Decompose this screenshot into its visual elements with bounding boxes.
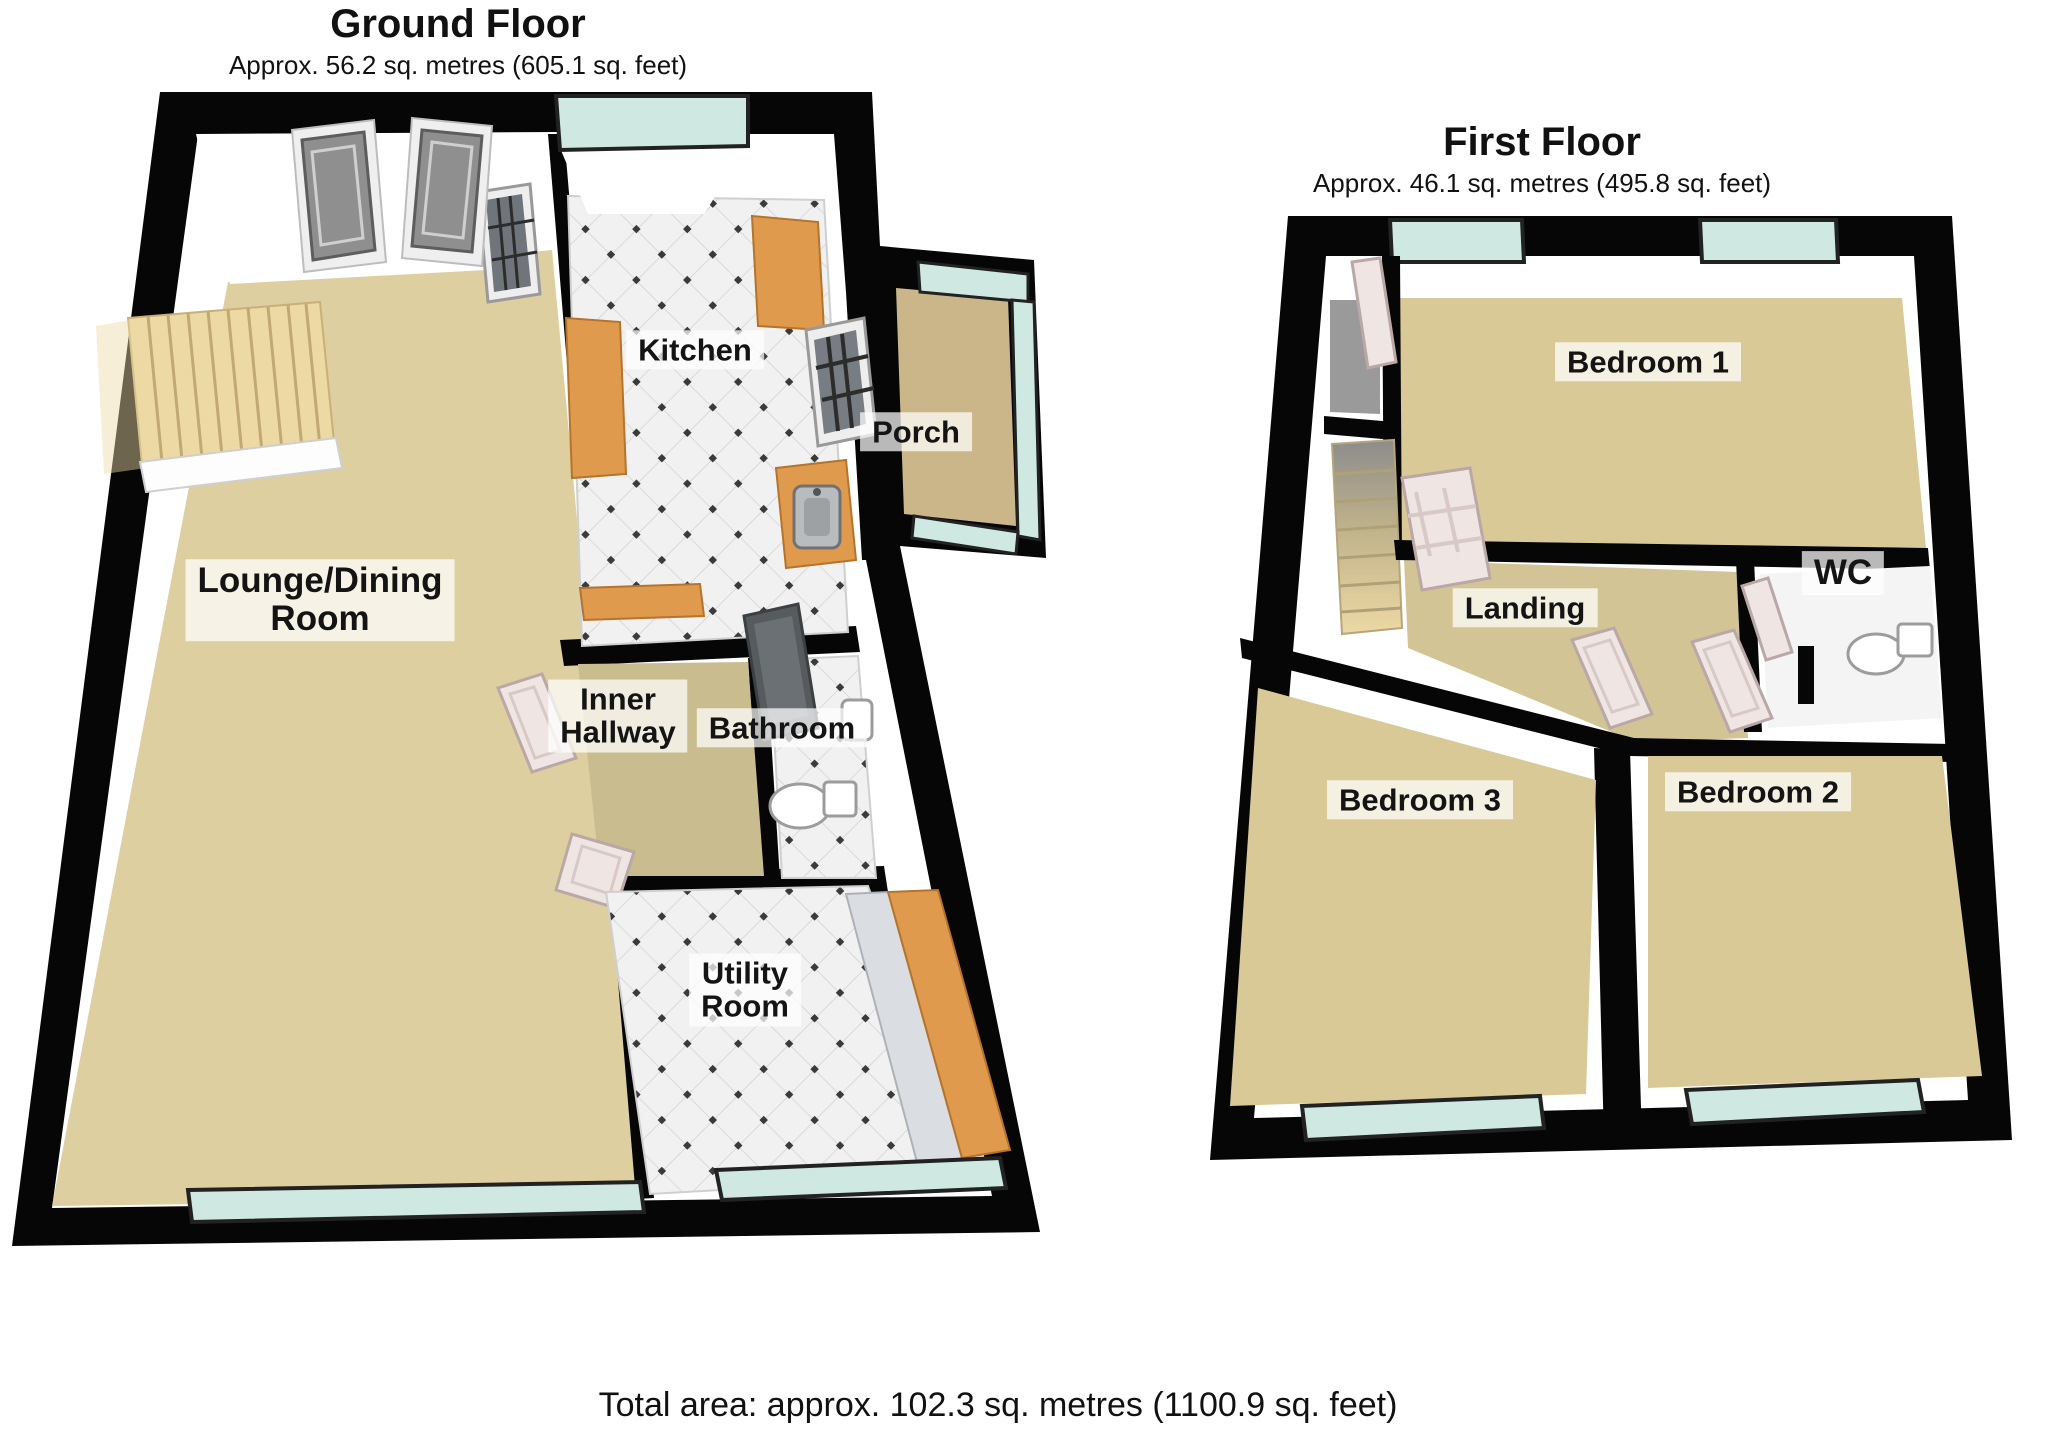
kitchen-label: Kitchen — [626, 330, 764, 370]
kitchen-window-recess — [560, 148, 746, 214]
bedroom1-label: Bedroom 1 — [1555, 342, 1741, 382]
bedroom3-door — [1569, 626, 1655, 730]
first-floor-plan — [1210, 216, 2012, 1160]
lounge-divider-glazed-panel — [476, 182, 542, 304]
bedroom2-door — [1689, 628, 1775, 734]
wc-wall-stub — [1798, 646, 1814, 704]
kitchen-porch-glazed-door — [804, 316, 878, 448]
bathroom-toilet — [768, 780, 858, 830]
utility-window — [713, 1155, 1009, 1203]
bedroom1-floor — [1398, 298, 1926, 548]
ground-floor-plan — [12, 92, 1046, 1246]
wc-toilet — [1846, 622, 1934, 676]
bedroom2-label: Bedroom 2 — [1665, 772, 1851, 812]
kitchen-sink — [774, 458, 858, 570]
ff-closet-door — [1350, 256, 1398, 370]
porch-glazing-bottom — [910, 514, 1020, 556]
first-floor-title: First Floor — [1443, 120, 1641, 164]
porch-label: Porch — [860, 412, 972, 452]
wc-label: WC — [1801, 551, 1885, 595]
utility-counter — [886, 888, 1012, 1160]
ground-floor-subtitle: Approx. 56.2 sq. metres (605.1 sq. feet) — [228, 50, 688, 80]
kitchen-counter-left — [564, 316, 628, 480]
utility-room-label: Utility Room — [689, 953, 801, 1027]
porch-glazing-right — [1010, 298, 1042, 542]
gf-stair-rail — [138, 436, 344, 494]
kitchen-counter-bottom — [578, 582, 706, 622]
bathroom-shower — [742, 602, 820, 742]
ground-floor-title: Ground Floor — [330, 2, 586, 46]
lounge-dining-room-label: Lounge/Dining Room — [185, 559, 455, 641]
ff-wall-bed3-bed2 — [1594, 748, 1642, 1142]
front-door-right — [400, 116, 494, 268]
ff-wall-bed1-landing — [1394, 540, 1930, 570]
bedroom1-window-left — [1387, 218, 1527, 264]
bedroom1-window-right — [1697, 218, 1841, 264]
gf-stairs-ghost-steps — [96, 320, 146, 474]
kitchen-counter-top-right — [750, 214, 826, 332]
lounge-window — [185, 1179, 647, 1225]
gf-stairs — [96, 300, 344, 494]
bedroom1-door — [1400, 466, 1492, 592]
wc-door — [1740, 576, 1794, 662]
ff-wall-closet — [1324, 416, 1394, 440]
kitchen-window — [553, 94, 750, 153]
bedroom2-floor — [1648, 756, 1982, 1088]
bedroom2-window — [1683, 1077, 1927, 1127]
first-floor-subtitle: Approx. 46.1 sq. metres (495.8 sq. feet) — [1312, 168, 1772, 198]
ff-stairs — [1330, 438, 1404, 636]
porch-floor — [896, 288, 1016, 526]
front-door-left — [290, 118, 388, 274]
lounge-floor — [52, 250, 640, 1206]
bathroom-label: Bathroom — [696, 708, 868, 748]
inner-hallway-label: Inner Hallway — [548, 679, 688, 753]
bedroom3-window — [1299, 1093, 1547, 1143]
total-area-text: Total area: approx. 102.3 sq. metres (11… — [598, 1386, 1398, 1424]
ff-wall-landing-bedrooms — [1240, 638, 1952, 762]
landing-label: Landing — [1452, 588, 1598, 628]
bedroom3-label: Bedroom 3 — [1327, 780, 1513, 820]
